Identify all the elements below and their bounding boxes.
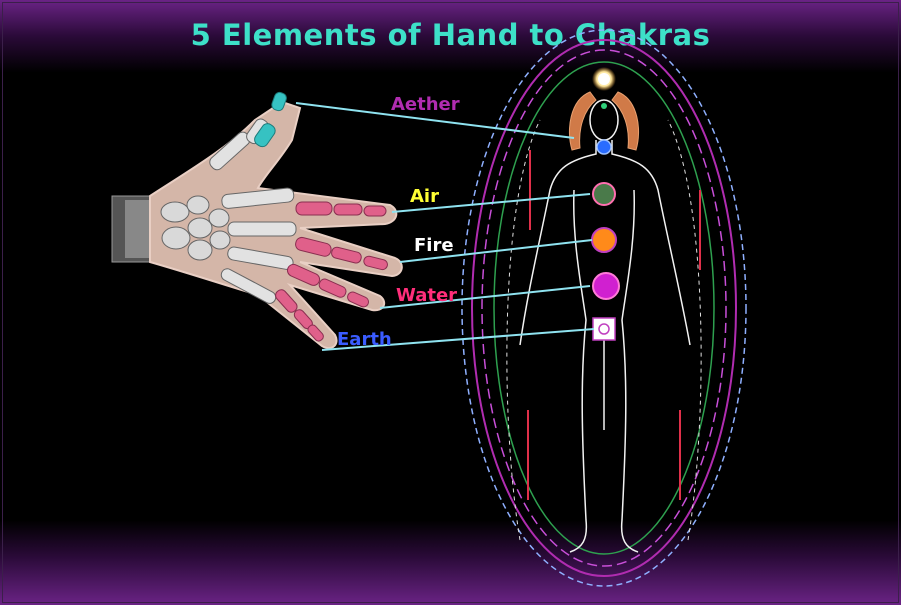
element-label-water: Water	[396, 285, 458, 306]
connector-lines	[295, 102, 595, 351]
slide-title: 5 Elements of Hand to Chakras	[190, 18, 711, 52]
chakra-symbols	[591, 103, 620, 341]
hand-skeleton-illustration	[111, 91, 403, 350]
root-chakra-icon	[592, 317, 616, 341]
fire-connector-line	[399, 239, 593, 263]
aura-body-illustration	[461, 29, 747, 587]
element-label-earth: Earth	[337, 329, 392, 350]
solar-plexus-chakra-icon	[591, 227, 617, 253]
water-connector-line	[379, 285, 591, 309]
third-eye-chakra-icon	[601, 103, 607, 109]
aether-connector-line	[295, 102, 575, 139]
ring-finger	[286, 263, 370, 308]
earth-connector-line	[321, 328, 595, 351]
air-connector-line	[391, 193, 591, 213]
middle-finger	[295, 236, 388, 271]
thumb-bone-teal	[254, 123, 276, 148]
element-label-air: Air	[410, 186, 439, 207]
little-finger	[275, 289, 324, 342]
index-finger	[295, 201, 387, 217]
heart-chakra-icon	[592, 182, 616, 206]
element-label-fire: Fire	[414, 235, 454, 256]
throat-chakra-icon	[596, 139, 612, 155]
element-label-aether: Aether	[391, 94, 460, 115]
sacral-chakra-icon	[592, 272, 620, 300]
